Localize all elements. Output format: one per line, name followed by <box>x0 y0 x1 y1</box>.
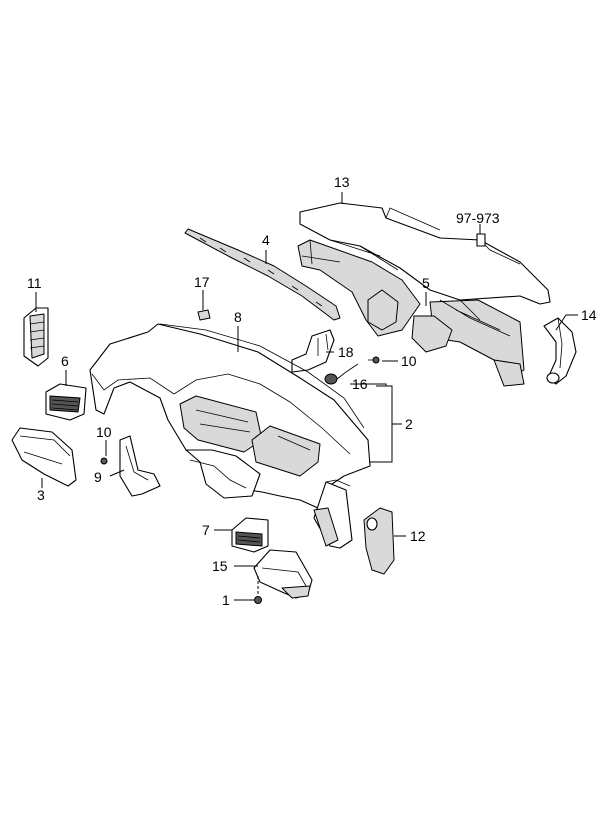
callout-3: 3 <box>37 487 45 503</box>
callout-2: 2 <box>405 416 413 432</box>
part-17-clip <box>197 309 211 321</box>
part-1-screw <box>254 576 262 604</box>
part-16-knob <box>324 363 359 385</box>
part-15-glove-box <box>253 549 313 599</box>
callout-labels: 13 97-973 4 11 17 5 14 8 18 6 10 16 2 10… <box>27 174 597 608</box>
callout-10-lower: 10 <box>96 424 112 440</box>
callout-15: 15 <box>212 558 228 574</box>
part-7-vent <box>231 517 269 553</box>
part-6-vent <box>45 383 87 421</box>
callout-14: 14 <box>581 307 597 323</box>
callout-1: 1 <box>222 592 230 608</box>
callout-9: 9 <box>94 469 102 485</box>
part-8-dashboard-panel <box>89 323 371 549</box>
part-14-side-duct <box>543 317 577 385</box>
callout-8: 8 <box>234 309 242 325</box>
part-18-bracket <box>291 329 335 373</box>
callout-13: 13 <box>334 174 350 190</box>
callout-17: 17 <box>194 274 210 290</box>
callout-18: 18 <box>338 344 354 360</box>
part-3-lower-panel <box>11 427 77 487</box>
part-13-air-duct <box>297 202 551 387</box>
callout-10-upper: 10 <box>401 353 417 369</box>
callout-5: 5 <box>422 275 430 291</box>
callout-97-973: 97-973 <box>456 210 500 226</box>
part-11-end-panel <box>23 307 49 367</box>
part-97-973-clip <box>476 233 486 247</box>
part-10-screw-upper <box>368 356 380 364</box>
leader-lines <box>35 192 578 601</box>
part-9-bracket <box>119 435 161 497</box>
callout-6: 6 <box>61 353 69 369</box>
callout-16: 16 <box>352 376 368 392</box>
part-10-screw-lower <box>100 457 108 465</box>
part-12-end-cover <box>363 507 395 575</box>
callout-7: 7 <box>202 522 210 538</box>
callout-4: 4 <box>262 232 270 248</box>
part-4-defroster-strip <box>184 228 341 321</box>
callout-12: 12 <box>410 528 426 544</box>
callout-11: 11 <box>27 275 42 291</box>
